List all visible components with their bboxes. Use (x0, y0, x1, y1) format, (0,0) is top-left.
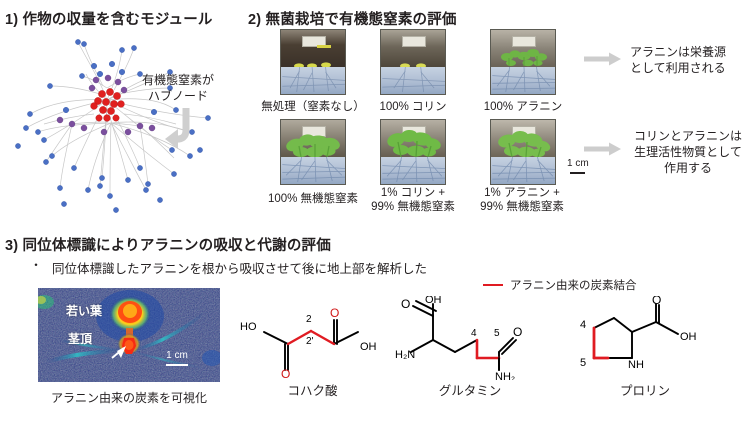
photo-plants (387, 129, 441, 158)
photo-gel (381, 67, 445, 94)
bullet-marker: ・ (30, 258, 43, 272)
heatmap-scale-bar-line (166, 364, 188, 366)
heatmap-svg (38, 288, 220, 382)
photo-caption-100-alanine: 100% アラニン (483, 101, 563, 113)
atom-label-o-right: O (330, 306, 339, 320)
photo-caption-100-choline: 100% コリン (379, 101, 447, 113)
network-annotation-line2: ハブノード (148, 89, 209, 104)
carbon-number-4: 4 (471, 328, 477, 339)
photo-caption-1-choline: 1% コリン + 99% 無機態窒素 (356, 186, 470, 215)
carbon-number-2p: 2' (306, 336, 314, 347)
atom-label-o-amide: O (513, 325, 522, 339)
molecule-proline: OH NH O 4 5 (570, 293, 730, 385)
result-text-top-line2: として利用される (630, 61, 726, 76)
carbon-number-4: 4 (580, 319, 586, 331)
photo-plants (498, 130, 551, 158)
section-1-title: 1) 作物の収量を含むモジュール (5, 12, 213, 28)
atom-label-h2n: H₂N (395, 349, 415, 361)
photo-scale-bar-line (570, 172, 586, 174)
photo-100-alanine (490, 29, 556, 95)
right-arrow-icon-bottom (584, 142, 621, 156)
molecule-succinic-acid: HO OH O O 2 2' (240, 300, 385, 383)
photo-caption-1-alanine: 1% アラニン + 99% 無機態窒素 (462, 186, 582, 215)
photo-label-tag (302, 36, 326, 47)
photo-roots (282, 67, 345, 93)
molecule-name-glutamine: グルタミン (438, 384, 502, 398)
atom-label-oh: OH (360, 341, 377, 353)
curved-down-arrow-icon (165, 108, 190, 148)
result-text-bottom: コリンとアラニンは 生理活性物質として 作用する (628, 128, 748, 177)
molecule-name-succinic-acid: コハク酸 (287, 384, 338, 398)
heatmap-label-shoot-apex: 茎頂 (68, 332, 93, 346)
photo-roots (282, 157, 345, 183)
carbon-number-2: 2 (306, 314, 312, 325)
carbon-number-5: 5 (494, 328, 500, 339)
photo-1-choline (380, 119, 446, 185)
photo-seedlings (501, 49, 547, 67)
molecule-glutamine-svg: OH H₂N NH₂ O O 4 5 (395, 294, 522, 383)
heatmap-scale-label: 1 cm (166, 350, 188, 361)
atom-label-nh: NH (628, 359, 644, 371)
heatmap-label-young-leaf: 若い葉 (66, 304, 103, 318)
photo-roots (492, 157, 555, 183)
right-arrow-icon-top (584, 52, 621, 66)
molecule-glutamine: OH H₂N NH₂ O O 4 5 (395, 294, 545, 385)
section-3-bullet: ・ 同位体標識したアラニンを根から吸収させて後に地上部を解析した (30, 258, 427, 277)
result-text-bottom-line1: コリンとアラニンは (633, 129, 742, 143)
photo-scale-label: 1 cm (567, 158, 589, 169)
photo-caption-line1: 1% コリン + (380, 187, 446, 199)
section-2-title: 2) 無菌栽培で有機態窒素の評価 (248, 12, 457, 28)
network-diagram: 有機態窒素が ハブノード (4, 28, 234, 228)
photo-100-choline (380, 29, 446, 95)
atom-label-o: O (401, 297, 410, 311)
bullet-text: 同位体標識したアラニンを根から吸収させて後に地上部を解析した (52, 262, 428, 276)
atom-label-nh2: NH₂ (495, 371, 515, 380)
photo-gel (381, 157, 445, 184)
photo-caption-line2: 99% 無機態窒素 (480, 201, 564, 214)
photo-chamber-bg (491, 30, 555, 68)
photo-label-tag (402, 36, 426, 47)
network-annotation: 有機態窒素が ハブノード (142, 72, 214, 104)
photo-caption-100-inorganic: 100% 無機態窒素 (267, 193, 359, 205)
bond-legend-label: アラニン由来の炭素結合 (510, 280, 637, 292)
photo-roots (492, 67, 555, 93)
atom-label-oh: OH (680, 331, 697, 343)
photo-gel (281, 157, 345, 184)
result-text-top: アラニンは栄養源 として利用される (630, 44, 726, 76)
result-text-top-line1: アラニンは栄養源 (630, 45, 727, 59)
molecule-succinic-acid-svg: HO OH O O 2 2' (240, 306, 377, 381)
network-graph-svg (15, 39, 211, 213)
photo-caption-line1: 1% アラニン + (484, 187, 560, 199)
photo-chamber-bg (281, 30, 345, 68)
photo-1-alanine (490, 119, 556, 185)
molecule-proline-svg: OH NH O 4 5 (580, 293, 697, 371)
photo-gel (491, 157, 555, 184)
photo-caption-line2: 99% 無機態窒素 (371, 201, 455, 214)
red-bond-line-icon (483, 283, 503, 287)
molecule-name-proline: プロリン (619, 384, 670, 398)
heatmap-scale-bar: 1 cm (166, 350, 188, 366)
photo-plants (286, 134, 340, 158)
photo-label-tag (512, 36, 536, 47)
atom-label-o-left: O (281, 367, 290, 378)
network-annotation-line1: 有機態窒素が (142, 73, 215, 87)
carbon-number-5: 5 (580, 357, 586, 369)
bond-legend: アラニン由来の炭素結合 (483, 277, 637, 293)
photo-no-treatment (280, 29, 346, 95)
atom-label-o: O (652, 296, 661, 307)
isotope-heatmap: 若い葉 茎頂 1 cm (38, 288, 220, 382)
photo-roots (382, 157, 445, 183)
result-text-bottom-line2: 生理活性物質として (634, 145, 742, 160)
atom-label-ho: HO (240, 321, 257, 333)
section-3-title: 3) 同位体標識によりアラニンの吸収と代謝の評価 (5, 238, 331, 254)
result-text-bottom-line3: 作用する (663, 161, 712, 176)
heatmap-caption: アラニン由来の炭素を可視化 (50, 391, 207, 405)
photo-100-inorganic (280, 119, 346, 185)
photo-caption-no-treatment: 無処理（窒素なし） (261, 101, 365, 113)
photo-roots (382, 67, 445, 93)
atom-label-oh: OH (425, 296, 442, 306)
photo-chamber-bg (381, 30, 445, 68)
photo-scale-bar: 1 cm (567, 158, 589, 174)
